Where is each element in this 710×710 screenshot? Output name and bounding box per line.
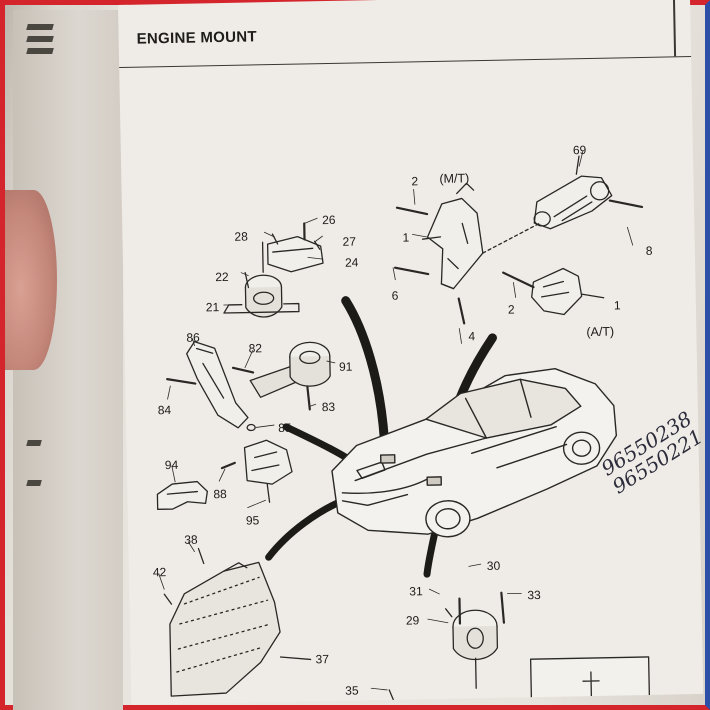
callout-8: 8 — [645, 243, 653, 258]
callout-27: 27 — [342, 234, 357, 249]
callout-82: 82 — [248, 341, 263, 356]
callout-1: 1 — [613, 298, 621, 313]
callout-35: 35 — [345, 683, 359, 698]
callout-69: 69 — [572, 143, 587, 158]
callout-88: 88 — [213, 487, 227, 502]
callout-37: 37 — [315, 652, 330, 667]
callout-85: 85 — [278, 420, 292, 436]
callout-mt: (M/T) — [439, 171, 470, 186]
page-tab-mark — [26, 48, 54, 54]
mt-bracket-part — [393, 182, 484, 325]
callout-6: 6 — [391, 288, 399, 303]
callout-33: 33 — [527, 587, 541, 603]
page-tab-mark — [26, 36, 54, 42]
callout-2: 2 — [411, 174, 419, 189]
callout-42: 42 — [152, 565, 167, 580]
manual-page: ENGINE MOUNT — [118, 0, 704, 705]
finger — [5, 190, 57, 370]
callout-28: 28 — [234, 229, 248, 244]
page-tab-mark — [26, 24, 54, 30]
callout-30: 30 — [486, 558, 501, 574]
callout-38: 38 — [184, 532, 198, 547]
callout-29: 29 — [405, 613, 420, 628]
left-mount-bracket-part — [166, 340, 331, 432]
splash-shield-part — [163, 547, 312, 697]
callout-21: 21 — [205, 300, 220, 315]
callout-91: 91 — [338, 359, 353, 374]
callout-95: 95 — [245, 513, 260, 528]
callout-22: 22 — [215, 269, 229, 285]
callout-1: 1 — [402, 230, 410, 245]
callout-4: 4 — [468, 329, 476, 344]
torque-rod-part — [482, 155, 644, 254]
pointer-arrow — [265, 497, 347, 561]
callout-84: 84 — [157, 403, 172, 418]
lower-left-bracket-part — [156, 439, 293, 510]
car-illustration — [331, 367, 618, 538]
leader-lines — [158, 150, 634, 691]
callout-31: 31 — [409, 584, 423, 599]
callout-24: 24 — [344, 255, 359, 270]
lower-right-mount-part — [388, 591, 506, 701]
callout-26: 26 — [322, 212, 336, 228]
callout-2: 2 — [507, 302, 515, 317]
exploded-parts-diagram — [156, 150, 651, 704]
at-bracket-part — [502, 267, 605, 316]
callout-at: (A/T) — [586, 324, 615, 340]
inset-detail-part — [582, 671, 600, 697]
callout-83: 83 — [321, 399, 336, 415]
callout-94: 94 — [164, 457, 179, 473]
pointer-arrow — [341, 296, 389, 445]
page-tab-mark — [26, 440, 42, 446]
callout-86: 86 — [186, 330, 200, 345]
page-tab-mark — [26, 480, 42, 486]
